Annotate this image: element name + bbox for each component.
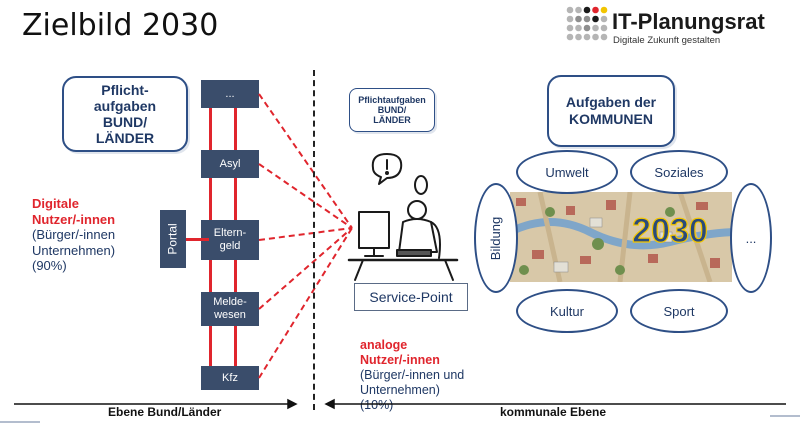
page-title: Zielbild 2030 (22, 8, 219, 43)
level-arrows (0, 398, 800, 423)
service-box-kfz: Kfz (201, 366, 259, 390)
logo-dot (600, 24, 608, 32)
kommunen-box-line: Aufgaben der (565, 94, 657, 110)
analoge-nutzer-title: analoge (360, 338, 408, 352)
logo-dot (592, 33, 599, 41)
dashed-connector-line (258, 227, 353, 310)
dashed-connector-line (258, 93, 353, 229)
dashed-connector-line (258, 227, 353, 241)
dashed-connector-line (258, 227, 353, 379)
logo-dot (583, 15, 591, 23)
logo-dot (575, 6, 582, 14)
logo-dot (583, 24, 591, 32)
service-box-more: ... (201, 80, 259, 108)
digitale-nutzer-title: Digitale (32, 196, 79, 211)
bund-box-line: Pflicht- (101, 82, 149, 98)
pflichtaufgaben-small-box: Pflichtaufgaben BUND/ LÄNDER (349, 88, 435, 132)
digitale-nutzer-desc: (Bürger/-innen (32, 227, 116, 242)
ellipse-bildung: Bildung (474, 183, 518, 293)
it-planungsrat-logo-icon (566, 6, 608, 41)
logo-dot (583, 33, 591, 41)
small-box-line: LÄNDER (373, 115, 411, 125)
map-year-text: 2030 (632, 212, 708, 250)
aufgaben-kommunen-box: Aufgaben der KOMMUNEN (547, 75, 675, 147)
portal-box: Portal (160, 210, 186, 268)
dashed-connector-line (258, 163, 353, 229)
digitale-nutzer-text: Digitale Nutzer/-innen (Bürger/-innen Un… (32, 196, 152, 274)
analoge-nutzer-desc: Unternehmen) (360, 383, 440, 397)
analoge-nutzer-desc: (10%) (360, 398, 394, 412)
service-box-meldewesen: Melde- wesen (201, 292, 259, 326)
portal-connector (186, 238, 209, 241)
digitale-nutzer-desc: Unternehmen) (32, 242, 116, 258)
logo-dot (575, 24, 582, 32)
kommunen-box-line: KOMMUNEN (568, 111, 653, 127)
logo-dot (592, 6, 599, 14)
analoge-nutzer-title: Nutzer/-innen (360, 353, 440, 367)
logo-name: IT-Planungsrat (612, 9, 765, 34)
ellipse-more: ... (730, 183, 772, 293)
ellipse-soziales: Soziales (630, 150, 728, 194)
logo-claim: Digitale Zukunft gestalten (613, 35, 721, 46)
level-separator (313, 70, 315, 410)
analoge-nutzer-desc: (Bürger/-innen und (360, 368, 465, 382)
ellipse-umwelt: Umwelt (516, 150, 618, 194)
logo-dot (600, 15, 608, 23)
logo-dot (575, 33, 582, 41)
logo-dot (566, 24, 574, 32)
logo-dot (592, 15, 599, 23)
service-box-elterngeld: Eltern- geld (201, 220, 259, 260)
analoge-nutzer-text: analoge Nutzer/-innen (Bürger/-innen und… (360, 338, 490, 413)
label-ebene-bund-laender: Ebene Bund/Länder (108, 405, 222, 419)
pflichtaufgaben-bund-laender-box: Pflicht- aufgaben BUND/ LÄNDER (62, 76, 188, 152)
bund-box-line: LÄNDER (95, 130, 155, 146)
small-box-line: BUND/ (377, 105, 407, 115)
city-map-image: 2030 (510, 192, 732, 282)
logo-dot (566, 6, 574, 14)
small-box-line: Pflichtaufgaben (358, 95, 426, 105)
logo-dot (592, 24, 599, 32)
city-map-graphic: 2030 (510, 192, 732, 282)
label-kommunale-ebene: kommunale Ebene (500, 405, 607, 419)
bund-box-line: BUND/ (102, 114, 148, 130)
logo-dot (566, 33, 574, 41)
logo-dot (566, 15, 574, 23)
logo-dot (575, 15, 582, 23)
digitale-nutzer-desc: (90%) (32, 258, 67, 273)
ellipse-kultur: Kultur (516, 289, 618, 333)
service-box-asyl: Asyl (201, 150, 259, 178)
ellipse-sport: Sport (630, 289, 728, 333)
service-point-box: Service-Point (354, 283, 468, 311)
person-at-computer-icon (347, 153, 459, 281)
bund-box-line: aufgaben (93, 98, 157, 114)
logo-dot (600, 6, 608, 14)
logo-dot (583, 6, 591, 14)
digitale-nutzer-title: Nutzer/-innen (32, 211, 116, 227)
logo-dot (600, 33, 608, 41)
bildung-label: Bildung (488, 216, 504, 260)
